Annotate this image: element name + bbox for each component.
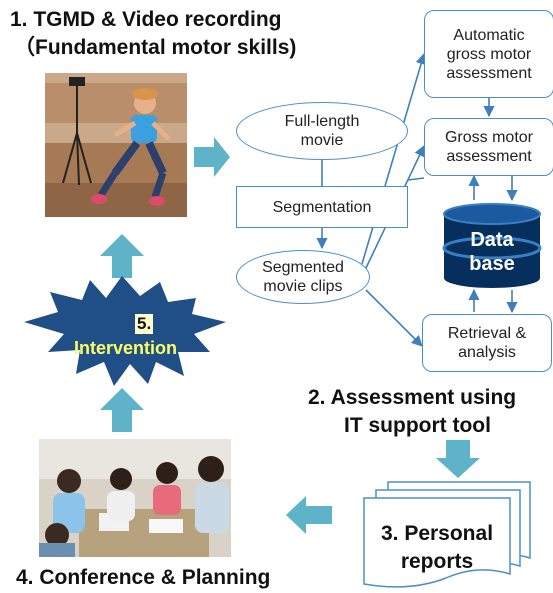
- database-line2: base: [469, 253, 515, 275]
- retrieval-line1: Retrieval &: [447, 325, 527, 342]
- segmentation-label: Segmentation: [272, 198, 372, 216]
- segmentation-node: Segmentation: [236, 186, 408, 228]
- auto-line2: gross motor: [446, 45, 532, 63]
- database-line1: Data: [470, 229, 514, 251]
- retrieval-line2: analysis: [458, 344, 516, 361]
- reports-line1: 3. Personal: [380, 522, 494, 545]
- auto-line3: assessment: [446, 64, 532, 82]
- reports-document-stack: [363, 481, 531, 588]
- automatic-assessment-node: Automatic gross motor assessment: [424, 10, 553, 98]
- intervention-number: 5.: [135, 314, 154, 334]
- retrieval-analysis-node: Retrieval & analysis: [422, 314, 552, 372]
- reports-line2: reports: [400, 550, 474, 573]
- step1-title-line2: （Fundamental motor skills): [14, 36, 297, 59]
- database-label: Data base: [444, 228, 540, 276]
- segmented-line2: movie clips: [263, 278, 343, 295]
- segmented-line1: Segmented: [262, 259, 344, 276]
- gross-line1: Gross motor: [444, 129, 533, 146]
- step4-title: 4. Conference & Planning: [16, 566, 271, 589]
- step1-title-line1: 1. TGMD & Video recording: [10, 8, 282, 31]
- conference-photo: [39, 439, 231, 557]
- intervention-starburst: [24, 276, 226, 386]
- full-length-line2: movie: [300, 132, 344, 149]
- full-length-line1: Full-length: [284, 113, 360, 130]
- database-cylinder: [442, 203, 542, 288]
- segmented-movie-clips-node: Segmented movie clips: [236, 250, 370, 304]
- reports-label: 3. Personal reports: [364, 520, 510, 576]
- full-length-movie-node: Full-length movie: [236, 102, 408, 160]
- intervention-label: Intervention: [74, 338, 178, 358]
- auto-line1: Automatic: [453, 26, 525, 44]
- gross-motor-assessment-node: Gross motor assessment: [424, 118, 553, 176]
- gross-line2: assessment: [446, 148, 532, 165]
- step2-title-line1: 2. Assessment using: [308, 386, 517, 409]
- step2-title-line2: IT support tool: [344, 414, 491, 437]
- running-child-photo: [45, 73, 187, 217]
